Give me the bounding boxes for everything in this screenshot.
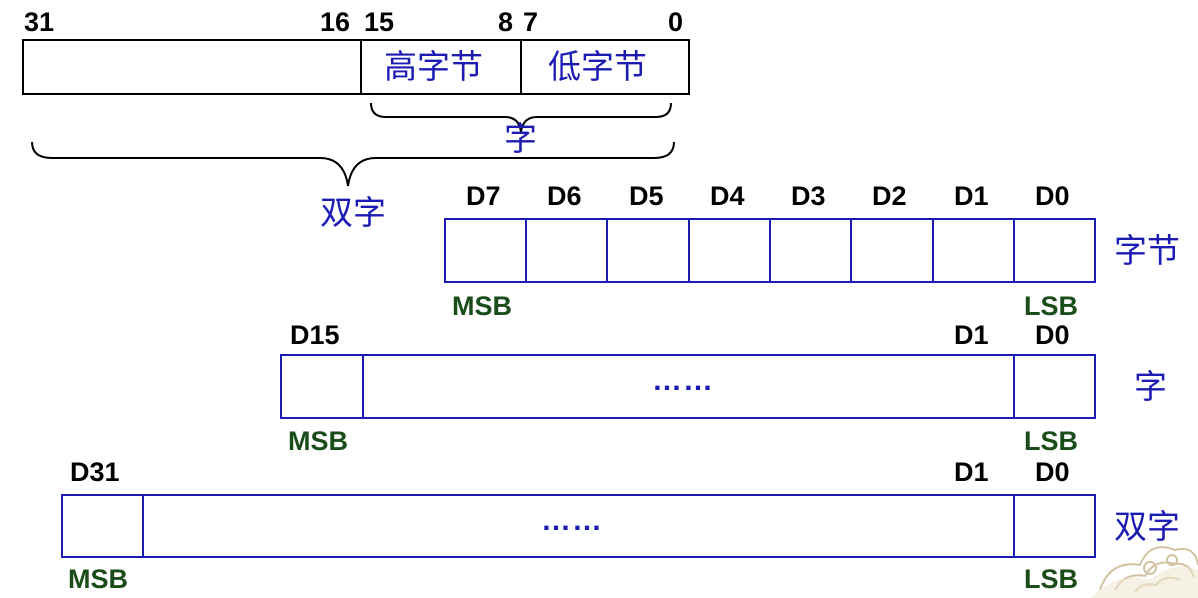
bit-header-d1: D1 (954, 181, 989, 211)
byte-row-label: 字节 (1114, 231, 1180, 270)
high-byte-label: 高字节 (384, 47, 483, 86)
word-brace-label: 字 (504, 119, 537, 158)
byte-msb-label: MSB (452, 291, 512, 321)
low-byte-box: 低字节 (520, 39, 690, 95)
byte-cell-d2 (850, 218, 934, 283)
word-brace (370, 102, 672, 133)
dword-msb-label: MSB (68, 564, 128, 594)
dword-bit-d31: D31 (70, 457, 120, 487)
word-bit-d0: D0 (1035, 320, 1070, 350)
bit-label-7: 7 (523, 7, 539, 37)
word-bit-d15: D15 (290, 320, 340, 350)
high-byte-box: 高字节 (360, 39, 522, 95)
bit-header-d4: D4 (710, 181, 745, 211)
word-cell-middle: …… (362, 354, 1015, 419)
dword-bit-d0: D0 (1035, 457, 1070, 487)
bit-header-d2: D2 (872, 181, 907, 211)
bit-header-d6: D6 (547, 181, 582, 211)
byte-cell-d0 (1013, 218, 1096, 283)
dword-cell-middle: …… (142, 494, 1015, 558)
word-ellipsis: …… (652, 364, 714, 397)
dword-ellipsis: …… (541, 504, 603, 537)
bit-header-d0: D0 (1035, 181, 1070, 211)
word-cell-msb (280, 354, 364, 419)
byte-cell-d6 (525, 218, 608, 283)
bit-label-16: 16 (320, 7, 351, 37)
dword-brace (31, 141, 675, 187)
word-msb-label: MSB (288, 426, 348, 456)
cloud-ornament-icon (1090, 546, 1198, 598)
byte-cell-d3 (769, 218, 852, 283)
bit-label-15: 15 (364, 7, 395, 37)
byte-lsb-label: LSB (1024, 291, 1078, 321)
dword-lsb-label: LSB (1024, 564, 1078, 594)
bit-label-0: 0 (668, 7, 684, 37)
bit-label-31: 31 (24, 7, 55, 37)
byte-cell-d7 (444, 218, 527, 283)
word-cell-lsb (1013, 354, 1096, 419)
byte-cell-d1 (932, 218, 1015, 283)
dword-cell-lsb (1013, 494, 1096, 558)
low-byte-label: 低字节 (548, 47, 647, 86)
dword-brace-label: 双字 (320, 193, 386, 232)
bit-header-d5: D5 (629, 181, 664, 211)
bit-header-d7: D7 (466, 181, 501, 211)
dword-bit-d1: D1 (954, 457, 989, 487)
dword-cell-msb (61, 494, 144, 558)
word-lsb-label: LSB (1024, 426, 1078, 456)
word-bit-d1: D1 (954, 320, 989, 350)
dword-row-label: 双字 (1114, 507, 1180, 546)
bit-header-d3: D3 (791, 181, 826, 211)
byte-cell-d4 (688, 218, 771, 283)
word-row-label: 字 (1134, 367, 1167, 406)
byte-cell-d5 (606, 218, 690, 283)
bit-label-8: 8 (498, 7, 514, 37)
